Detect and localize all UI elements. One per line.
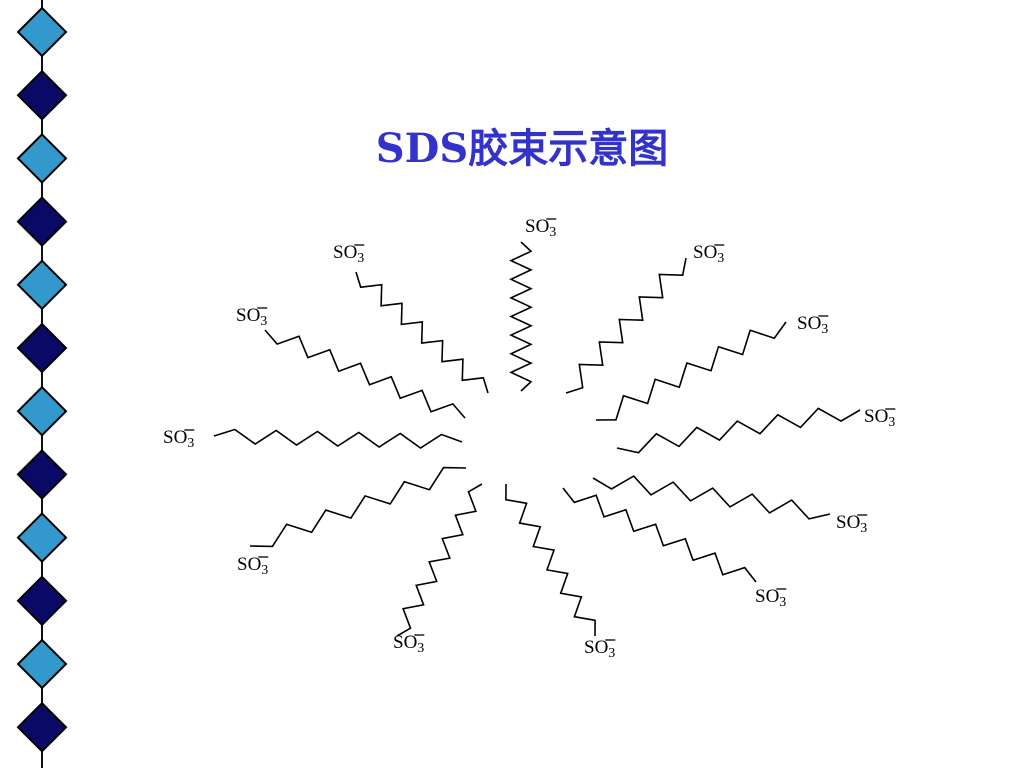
hydrocarbon-tail — [616, 407, 861, 454]
hydrocarbon-tail — [595, 321, 787, 421]
sulfonate-headgroup-label: SO3 — [693, 242, 724, 266]
sulfonate-headgroup-label: SO3 — [236, 305, 267, 329]
hydrocarbon-tail — [213, 428, 463, 449]
border-diamond — [16, 6, 68, 58]
hydrocarbon-tail — [396, 483, 483, 637]
sulfonate-headgroup-label: SO3 — [836, 512, 867, 536]
border-diamond — [16, 385, 68, 437]
border-diamond — [16, 196, 68, 248]
sulfonate-headgroup-label: SO3 — [333, 242, 364, 266]
border-diamond — [16, 132, 68, 184]
border-diamond — [16, 259, 68, 311]
sulfonate-headgroup-label: SO3 — [393, 632, 424, 656]
border-diamond — [16, 512, 68, 564]
hydrocarbon-tail — [249, 466, 467, 548]
hydrocarbon-tail — [562, 487, 757, 583]
sulfonate-headgroup-label: SO3 — [163, 427, 194, 451]
border-diamond — [16, 575, 68, 627]
border-diamond — [16, 638, 68, 690]
hydrocarbon-tail — [565, 257, 687, 394]
sulfonate-headgroup-label: SO3 — [797, 313, 828, 337]
hydrocarbon-tail — [505, 483, 596, 637]
border-diamond — [16, 322, 68, 374]
sulfonate-headgroup-label: SO3 — [755, 586, 786, 610]
hydrocarbon-tail — [592, 475, 831, 520]
hydrocarbon-tail — [264, 329, 466, 419]
border-diamond — [16, 448, 68, 500]
sulfonate-headgroup-label: SO3 — [584, 637, 615, 661]
sulfonate-headgroup-label: SO3 — [237, 554, 268, 578]
border-diamond — [16, 701, 68, 753]
sulfonate-headgroup-label: SO3 — [864, 406, 895, 430]
border-diamond — [16, 69, 68, 121]
hydrocarbon-tail — [355, 271, 489, 394]
diamond-chain-border — [16, 0, 68, 768]
slide-title: SDS胶束示意图 — [375, 125, 669, 172]
hydrocarbon-tail — [509, 241, 533, 392]
sulfonate-headgroup-label: SO3 — [525, 216, 556, 240]
